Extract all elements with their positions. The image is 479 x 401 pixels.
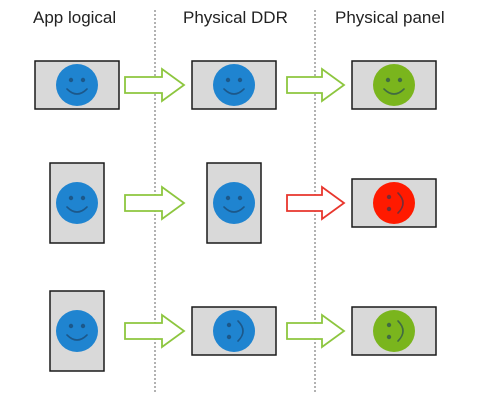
- face-eye-left: [68, 77, 74, 83]
- face-smile: [237, 320, 244, 342]
- smiley-face-icon: [56, 310, 98, 352]
- face-eye-right: [386, 194, 392, 200]
- face-circle: [373, 182, 415, 224]
- arrow-icon: [124, 313, 186, 349]
- face-circle: [56, 64, 98, 106]
- face-smile: [397, 320, 404, 342]
- face-eye-left: [225, 195, 231, 201]
- face-eye-right: [80, 77, 86, 83]
- diagram-content: [34, 60, 437, 372]
- app-logical-screen: [49, 290, 105, 372]
- smiley-face-icon: [373, 182, 415, 224]
- arrow-icon: [286, 67, 346, 103]
- face-eye-right: [80, 323, 86, 329]
- face-circle: [56, 310, 98, 352]
- arrow-icon: [286, 185, 346, 221]
- face-smile: [223, 206, 245, 213]
- smiley-face-icon: [213, 310, 255, 352]
- header-physical-panel: Physical panel: [335, 8, 445, 27]
- face-circle: [213, 310, 255, 352]
- arrow-icon: [124, 185, 186, 221]
- smiley-face-icon: [56, 64, 98, 106]
- smiley-face-icon: [373, 64, 415, 106]
- physical-panel-screen: [351, 306, 437, 356]
- face-eye-left: [385, 77, 391, 83]
- face-circle: [373, 310, 415, 352]
- app-logical-screen: [34, 60, 120, 110]
- face-eye-right: [237, 77, 243, 83]
- face-smile: [66, 206, 88, 213]
- face-circle: [213, 64, 255, 106]
- smiley-face-icon: [56, 182, 98, 224]
- face-eye-right: [397, 77, 403, 83]
- physical-panel-screen: [351, 60, 437, 110]
- face-eye-right: [226, 322, 232, 328]
- face-eye-left: [386, 206, 392, 212]
- face-eye-right: [80, 195, 86, 201]
- smiley-face-icon: [373, 310, 415, 352]
- physical-ddr-screen: [191, 60, 277, 110]
- smiley-face-icon: [213, 182, 255, 224]
- face-eye-right: [237, 195, 243, 201]
- physical-panel-screen: [351, 178, 437, 228]
- face-smile: [383, 88, 405, 95]
- app-logical-screen: [49, 162, 105, 244]
- physical-ddr-screen: [191, 306, 277, 356]
- physical-ddr-screen: [206, 162, 262, 244]
- face-eye-left: [225, 77, 231, 83]
- arrow-icon: [286, 313, 346, 349]
- face-smile: [66, 88, 88, 95]
- header-physical-ddr: Physical DDR: [183, 8, 288, 27]
- arrow-icon: [124, 67, 186, 103]
- face-circle: [373, 64, 415, 106]
- face-circle: [56, 182, 98, 224]
- face-eye-right: [386, 322, 392, 328]
- face-eye-left: [68, 195, 74, 201]
- face-eye-left: [68, 323, 74, 329]
- smiley-face-icon: [213, 64, 255, 106]
- face-eye-left: [386, 334, 392, 340]
- face-smile: [223, 88, 245, 95]
- face-circle: [213, 182, 255, 224]
- face-smile: [66, 334, 88, 341]
- face-smile: [397, 192, 404, 214]
- header-app-logical: App logical: [33, 8, 117, 27]
- face-eye-left: [226, 334, 232, 340]
